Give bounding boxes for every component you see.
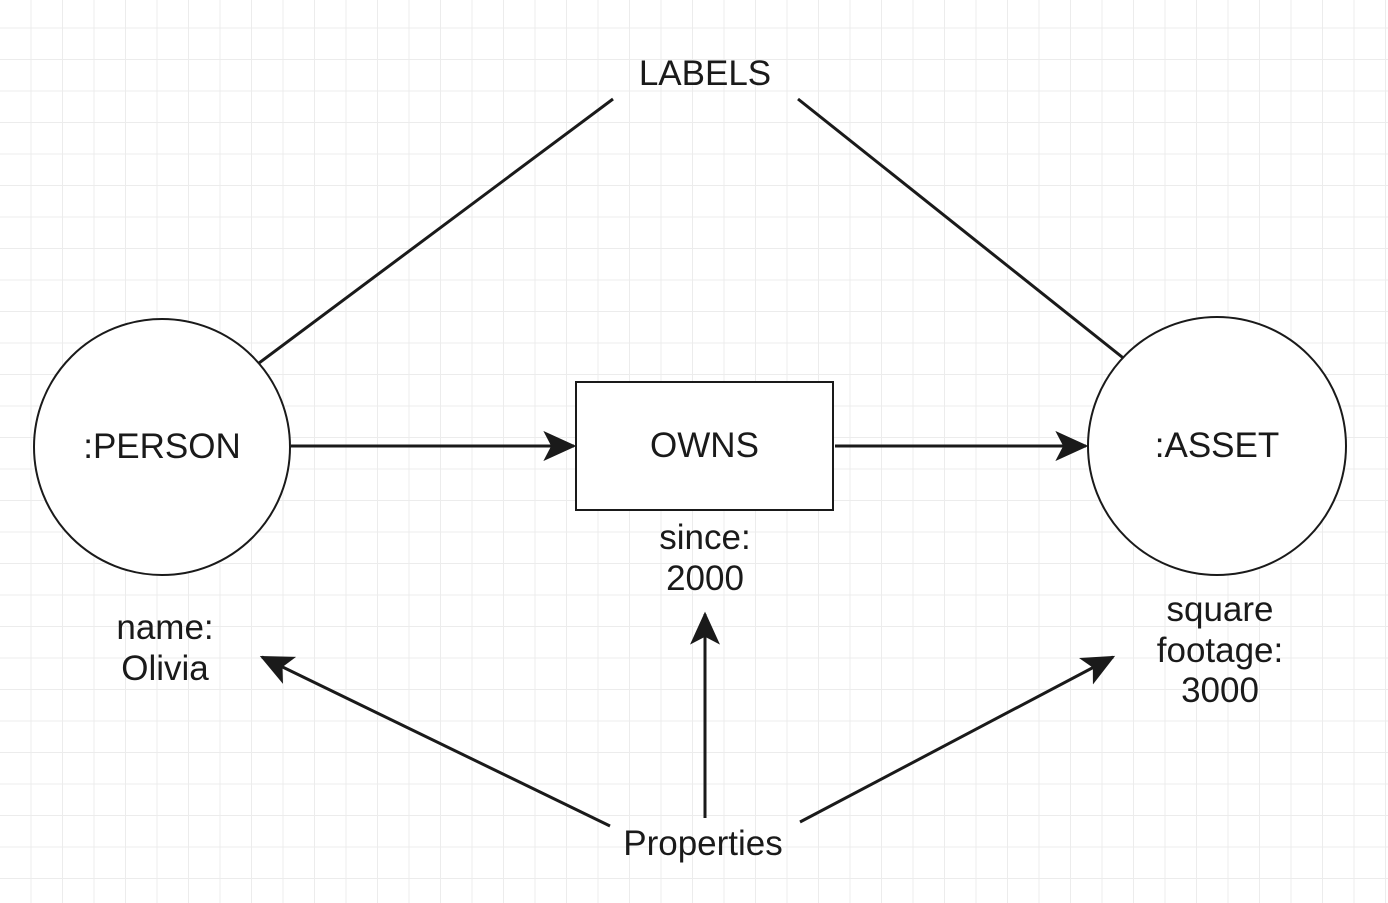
person-properties-label: name: Olivia (116, 608, 214, 688)
edge-labels-to-person (198, 97, 614, 409)
node-owns-label: OWNS (650, 425, 759, 465)
node-owns[interactable]: OWNS (575, 381, 834, 511)
node-person[interactable]: :PERSON (33, 318, 291, 576)
node-person-label: :PERSON (83, 426, 241, 466)
edge-labels-to-asset (797, 97, 1178, 402)
edge-properties-to-footage (799, 655, 1116, 824)
labels-annotation: LABELS (638, 54, 772, 93)
owns-properties-label: since: 2000 (659, 518, 751, 598)
node-asset-label: :ASSET (1154, 425, 1280, 465)
asset-properties-label: square footage: 3000 (1156, 590, 1284, 711)
node-asset[interactable]: :ASSET (1087, 316, 1347, 576)
edge-properties-to-name (259, 655, 611, 828)
properties-annotation: Properties (623, 824, 783, 863)
